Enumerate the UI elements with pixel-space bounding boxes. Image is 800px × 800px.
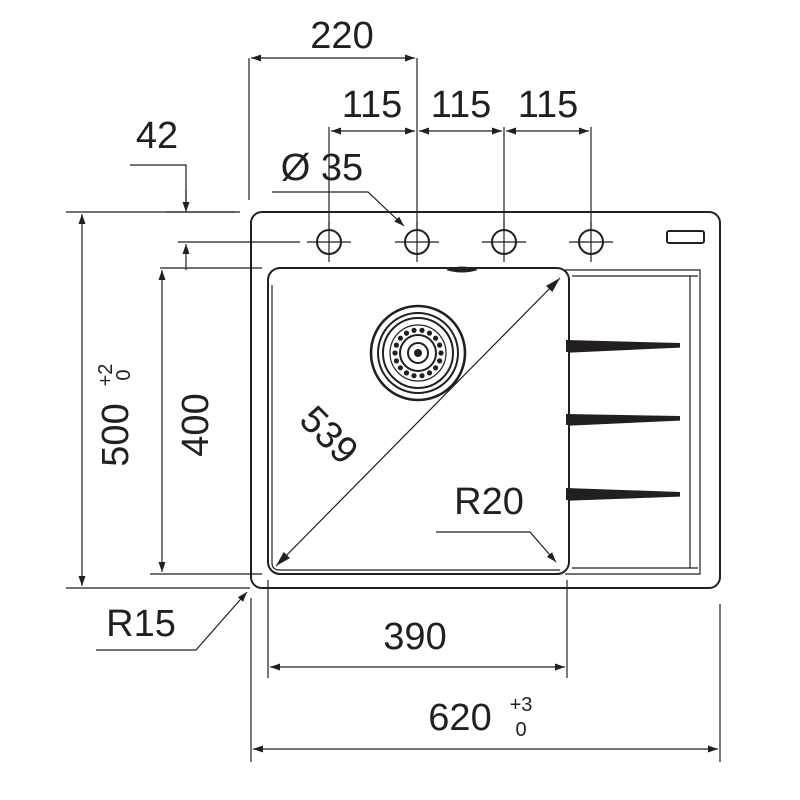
label-outer-radius: R15 xyxy=(106,603,176,645)
strainer-perforation xyxy=(411,327,417,333)
drainer-rib xyxy=(566,414,680,425)
dim-line-539 xyxy=(275,277,561,567)
drainer-board xyxy=(565,269,701,575)
dimension-labels: 220 115 115 115 42 Ø 35 500 +2 0 400 539… xyxy=(95,15,578,741)
leader-hole-diameter xyxy=(272,191,405,227)
strainer-perforation xyxy=(438,350,444,356)
strainer-perforation xyxy=(397,335,403,341)
label-hole-spacing: 115 xyxy=(342,84,403,126)
tap-holes xyxy=(307,222,613,262)
label-overall-height-tol-lower: 0 xyxy=(113,369,135,380)
label-edge-offset: 42 xyxy=(136,115,178,157)
drainer-rib xyxy=(566,340,680,352)
overflow-slot xyxy=(666,230,705,244)
strainer-perforation xyxy=(437,358,443,364)
label-hole-diameter: Ø 35 xyxy=(281,147,363,189)
drain-strainer-icon xyxy=(369,304,467,402)
label-overall-height-tol-upper: +2 xyxy=(95,364,117,387)
sink-outer-rim xyxy=(250,211,721,589)
strainer-perforation xyxy=(393,342,399,348)
label-bowl-width: 390 xyxy=(383,616,446,658)
label-overall-height-value: 500 xyxy=(95,403,137,466)
strainer-perforation xyxy=(433,335,439,341)
strainer-perforation xyxy=(393,358,399,364)
dimension-lines xyxy=(66,54,721,762)
label-bowl-height: 400 xyxy=(175,393,217,456)
label-hole-spacing: 115 xyxy=(518,84,579,126)
label-inner-radius: R20 xyxy=(454,481,524,523)
strainer-perforation xyxy=(419,327,425,333)
strainer-perforation xyxy=(426,330,433,336)
strainer-perforation xyxy=(433,365,439,371)
label-hole-spacing: 115 xyxy=(431,84,492,126)
strainer-perforation xyxy=(411,373,417,379)
bowl-overflow xyxy=(446,266,478,273)
label-overall-width-tol-upper: +3 xyxy=(510,694,533,716)
label-top-width: 220 xyxy=(310,15,373,57)
strainer-perforation xyxy=(437,342,443,348)
label-overall-width-tol-lower: 0 xyxy=(515,719,526,741)
strainer-perforation xyxy=(392,350,398,356)
leader-outer-radius xyxy=(96,591,248,651)
strainer-perforation xyxy=(419,373,425,379)
strainer-perforation xyxy=(403,330,410,336)
strainer-perforation xyxy=(403,370,410,376)
bowl-inner-edge xyxy=(271,285,560,571)
label-overall-width: 620 xyxy=(428,697,491,739)
label-overall-height: 500 +2 0 xyxy=(95,364,137,467)
strainer-perforation xyxy=(397,365,403,371)
leader-inner-radius xyxy=(436,531,557,563)
strainer-perforation xyxy=(426,370,433,376)
label-diagonal: 539 xyxy=(291,398,366,473)
